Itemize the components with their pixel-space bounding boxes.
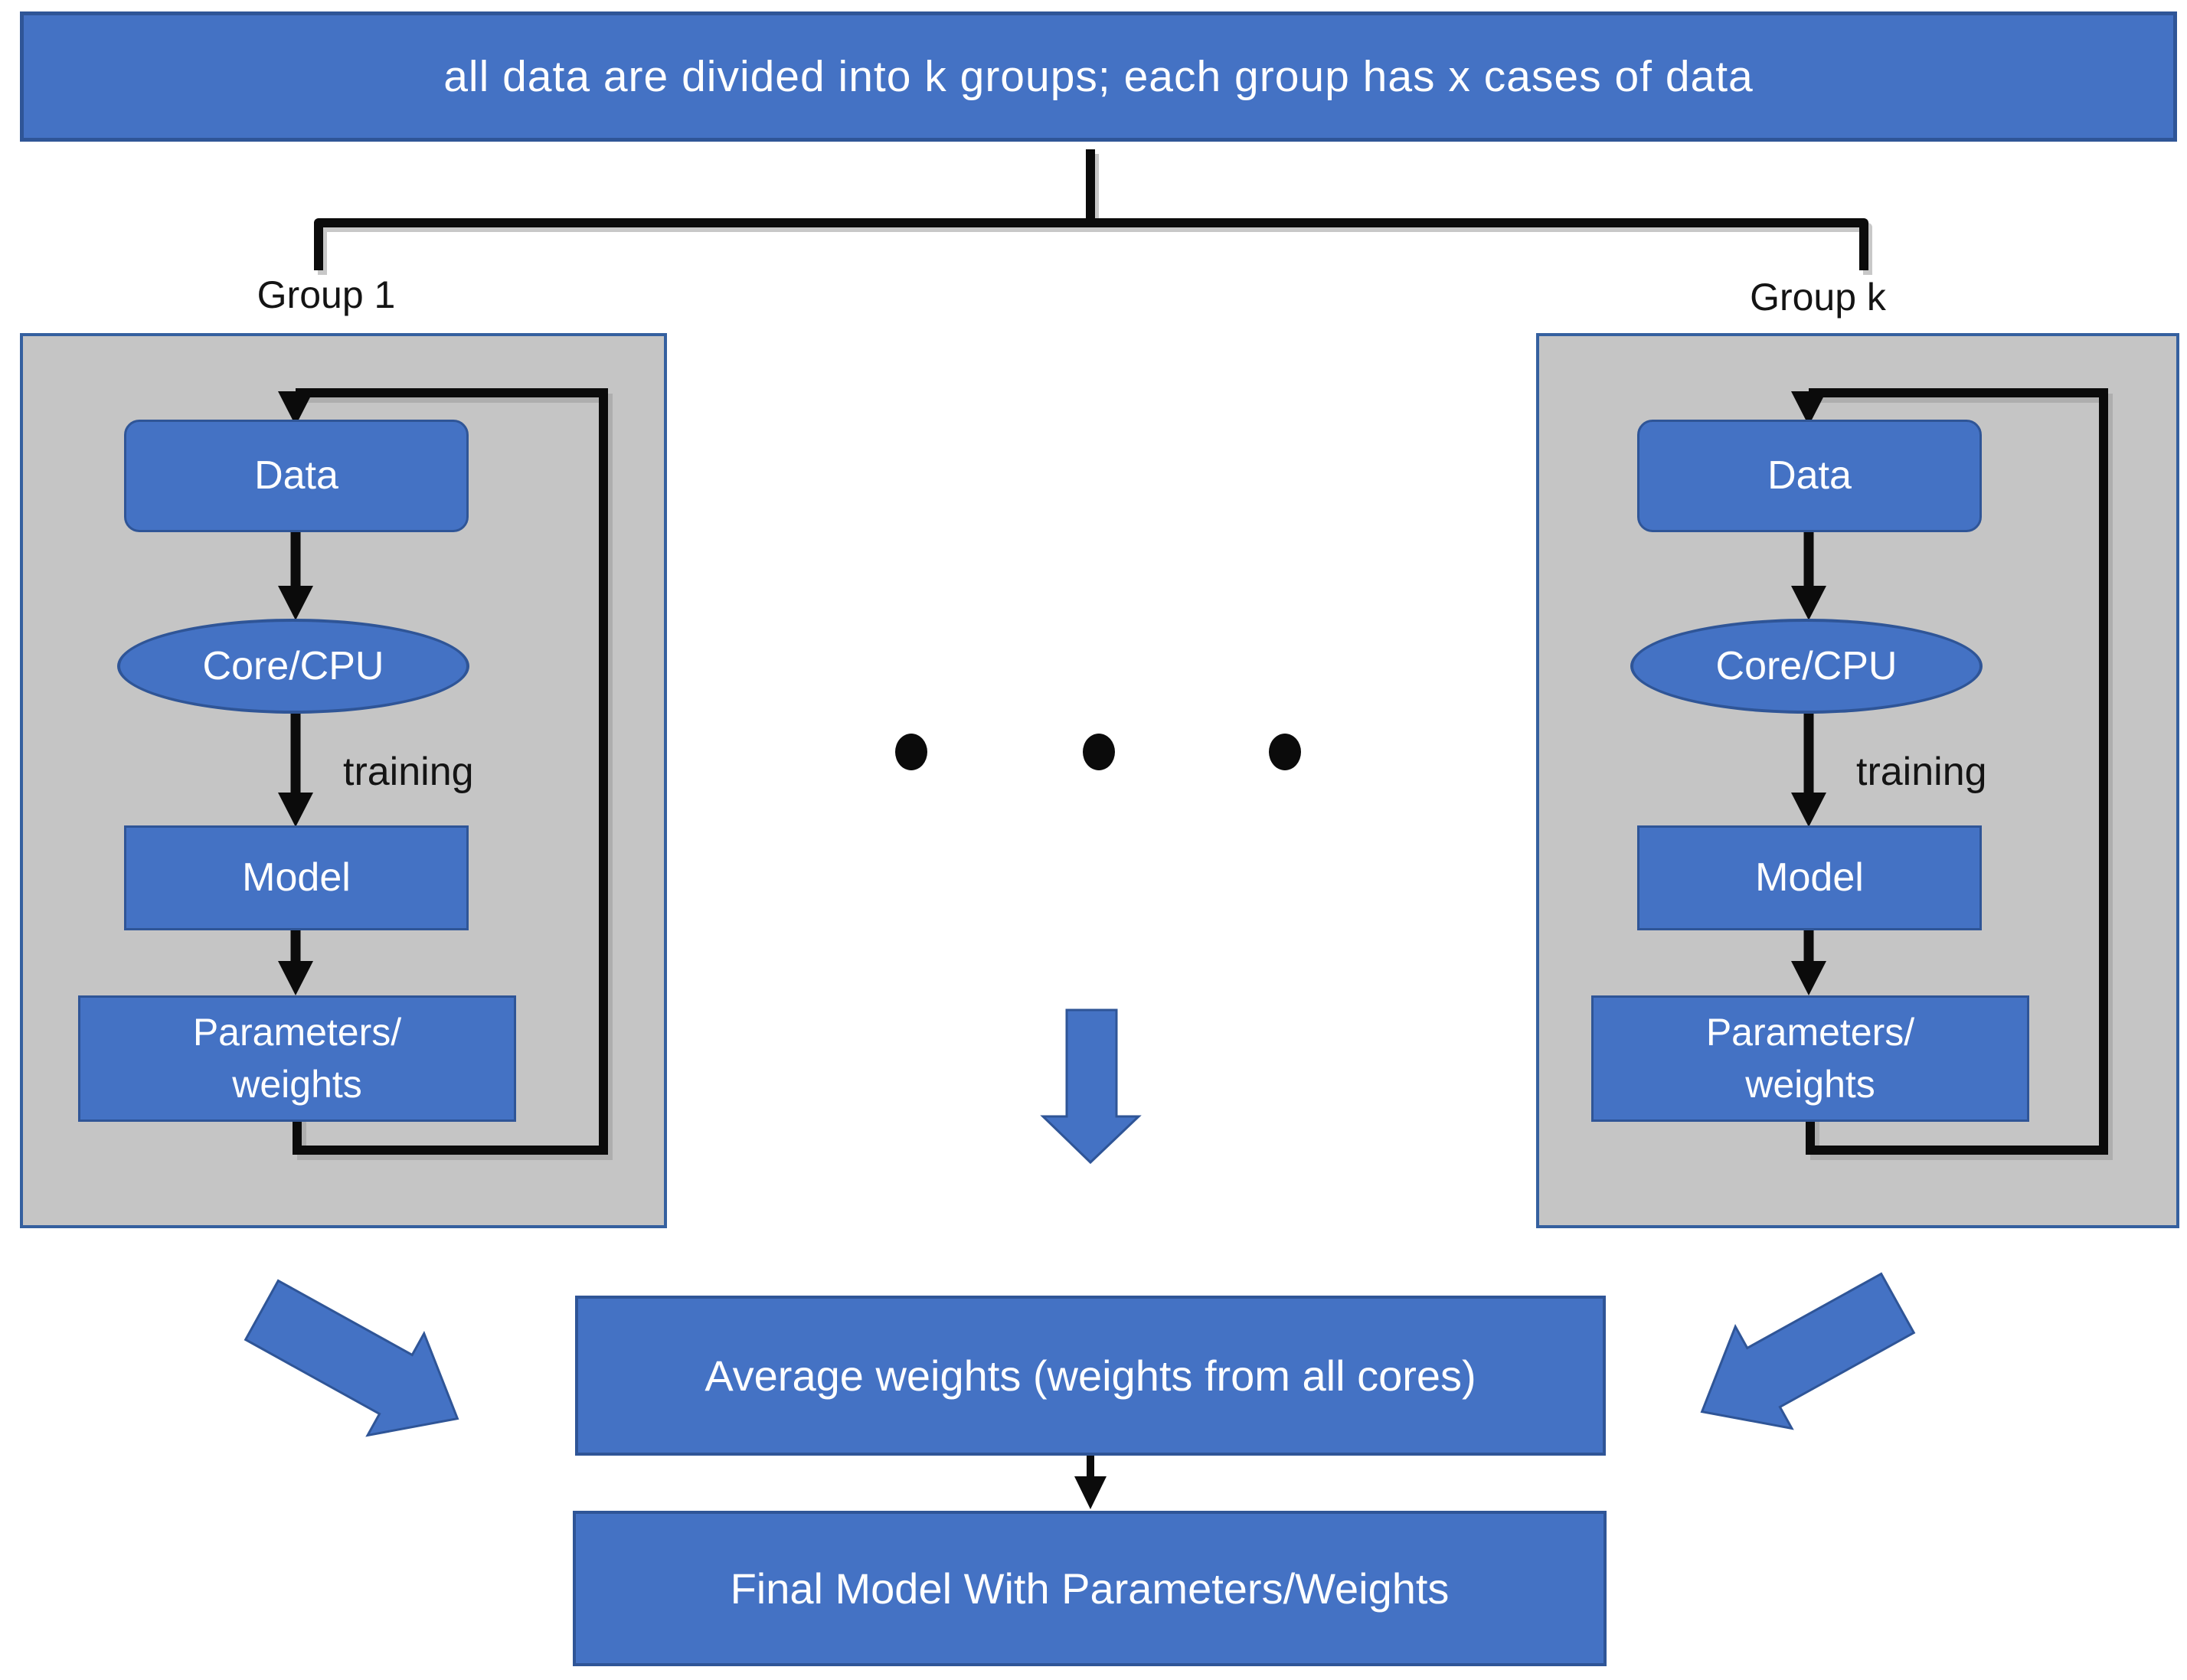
arrow-data-core-right-head-icon xyxy=(1791,586,1826,620)
split-brace xyxy=(314,149,1868,270)
final-model-box: Final Model With Parameters/Weights xyxy=(573,1511,1607,1666)
title-banner-text: all data are divided into k groups; each… xyxy=(443,52,1754,101)
parameters-node-left-line2: weights xyxy=(232,1062,362,1106)
arrow-model-params-left-head-icon xyxy=(278,961,313,995)
data-node-right: Data xyxy=(1637,420,1982,532)
diagonal-arrow-left-icon xyxy=(244,1279,459,1437)
diagonal-arrow-right-group xyxy=(1700,1272,1916,1430)
feedback-loop-right-arrowhead-icon xyxy=(1791,391,1826,426)
group-k-label: Group k xyxy=(1750,276,1886,319)
data-node-left: Data xyxy=(124,420,469,532)
feedback-loop-left-arrowhead-icon xyxy=(278,391,313,426)
model-node-left: Model xyxy=(124,825,469,930)
parameters-node-right-line2: weights xyxy=(1745,1062,1875,1106)
core-cpu-node-left: Core/CPU xyxy=(117,619,469,714)
ellipsis-dot-icon xyxy=(1083,734,1115,770)
average-weights-box: Average weights (weights from all cores) xyxy=(575,1296,1606,1456)
parameters-node-right-line1: Parameters/ xyxy=(1705,1011,1915,1054)
diagonal-arrow-left-group xyxy=(244,1279,459,1437)
final-model-box-text: Final Model With Parameters/Weights xyxy=(730,1564,1450,1613)
average-weights-box-text: Average weights (weights from all cores) xyxy=(704,1352,1476,1400)
training-label-left: training xyxy=(343,750,474,794)
feedback-loop-right xyxy=(1806,388,2108,1155)
group-1-label: Group 1 xyxy=(257,273,396,316)
aggregate-down-arrow-icon xyxy=(1040,1008,1142,1165)
arrow-core-model-left-head-icon xyxy=(278,793,313,827)
arrow-core-model-right-head-icon xyxy=(1791,793,1826,827)
parameters-node-left: Parameters/ weights xyxy=(78,995,516,1122)
feedback-loop-left xyxy=(293,388,608,1155)
parameters-node-left-line1: Parameters/ xyxy=(192,1011,402,1054)
ellipsis-dot-icon xyxy=(895,734,927,770)
core-cpu-node-right: Core/CPU xyxy=(1630,619,1983,714)
arrow-model-params-right-head-icon xyxy=(1791,961,1826,995)
training-label-right: training xyxy=(1856,750,1987,794)
diagonal-arrow-right-icon xyxy=(1700,1272,1916,1430)
parameters-node-right: Parameters/ weights xyxy=(1591,995,2029,1122)
ellipsis-dot-icon xyxy=(1269,734,1301,770)
title-banner: all data are divided into k groups; each… xyxy=(20,11,2177,142)
arrow-data-core-left-head-icon xyxy=(278,586,313,620)
model-node-right: Model xyxy=(1637,825,1982,930)
arrow-average-final-head-icon xyxy=(1074,1476,1107,1509)
